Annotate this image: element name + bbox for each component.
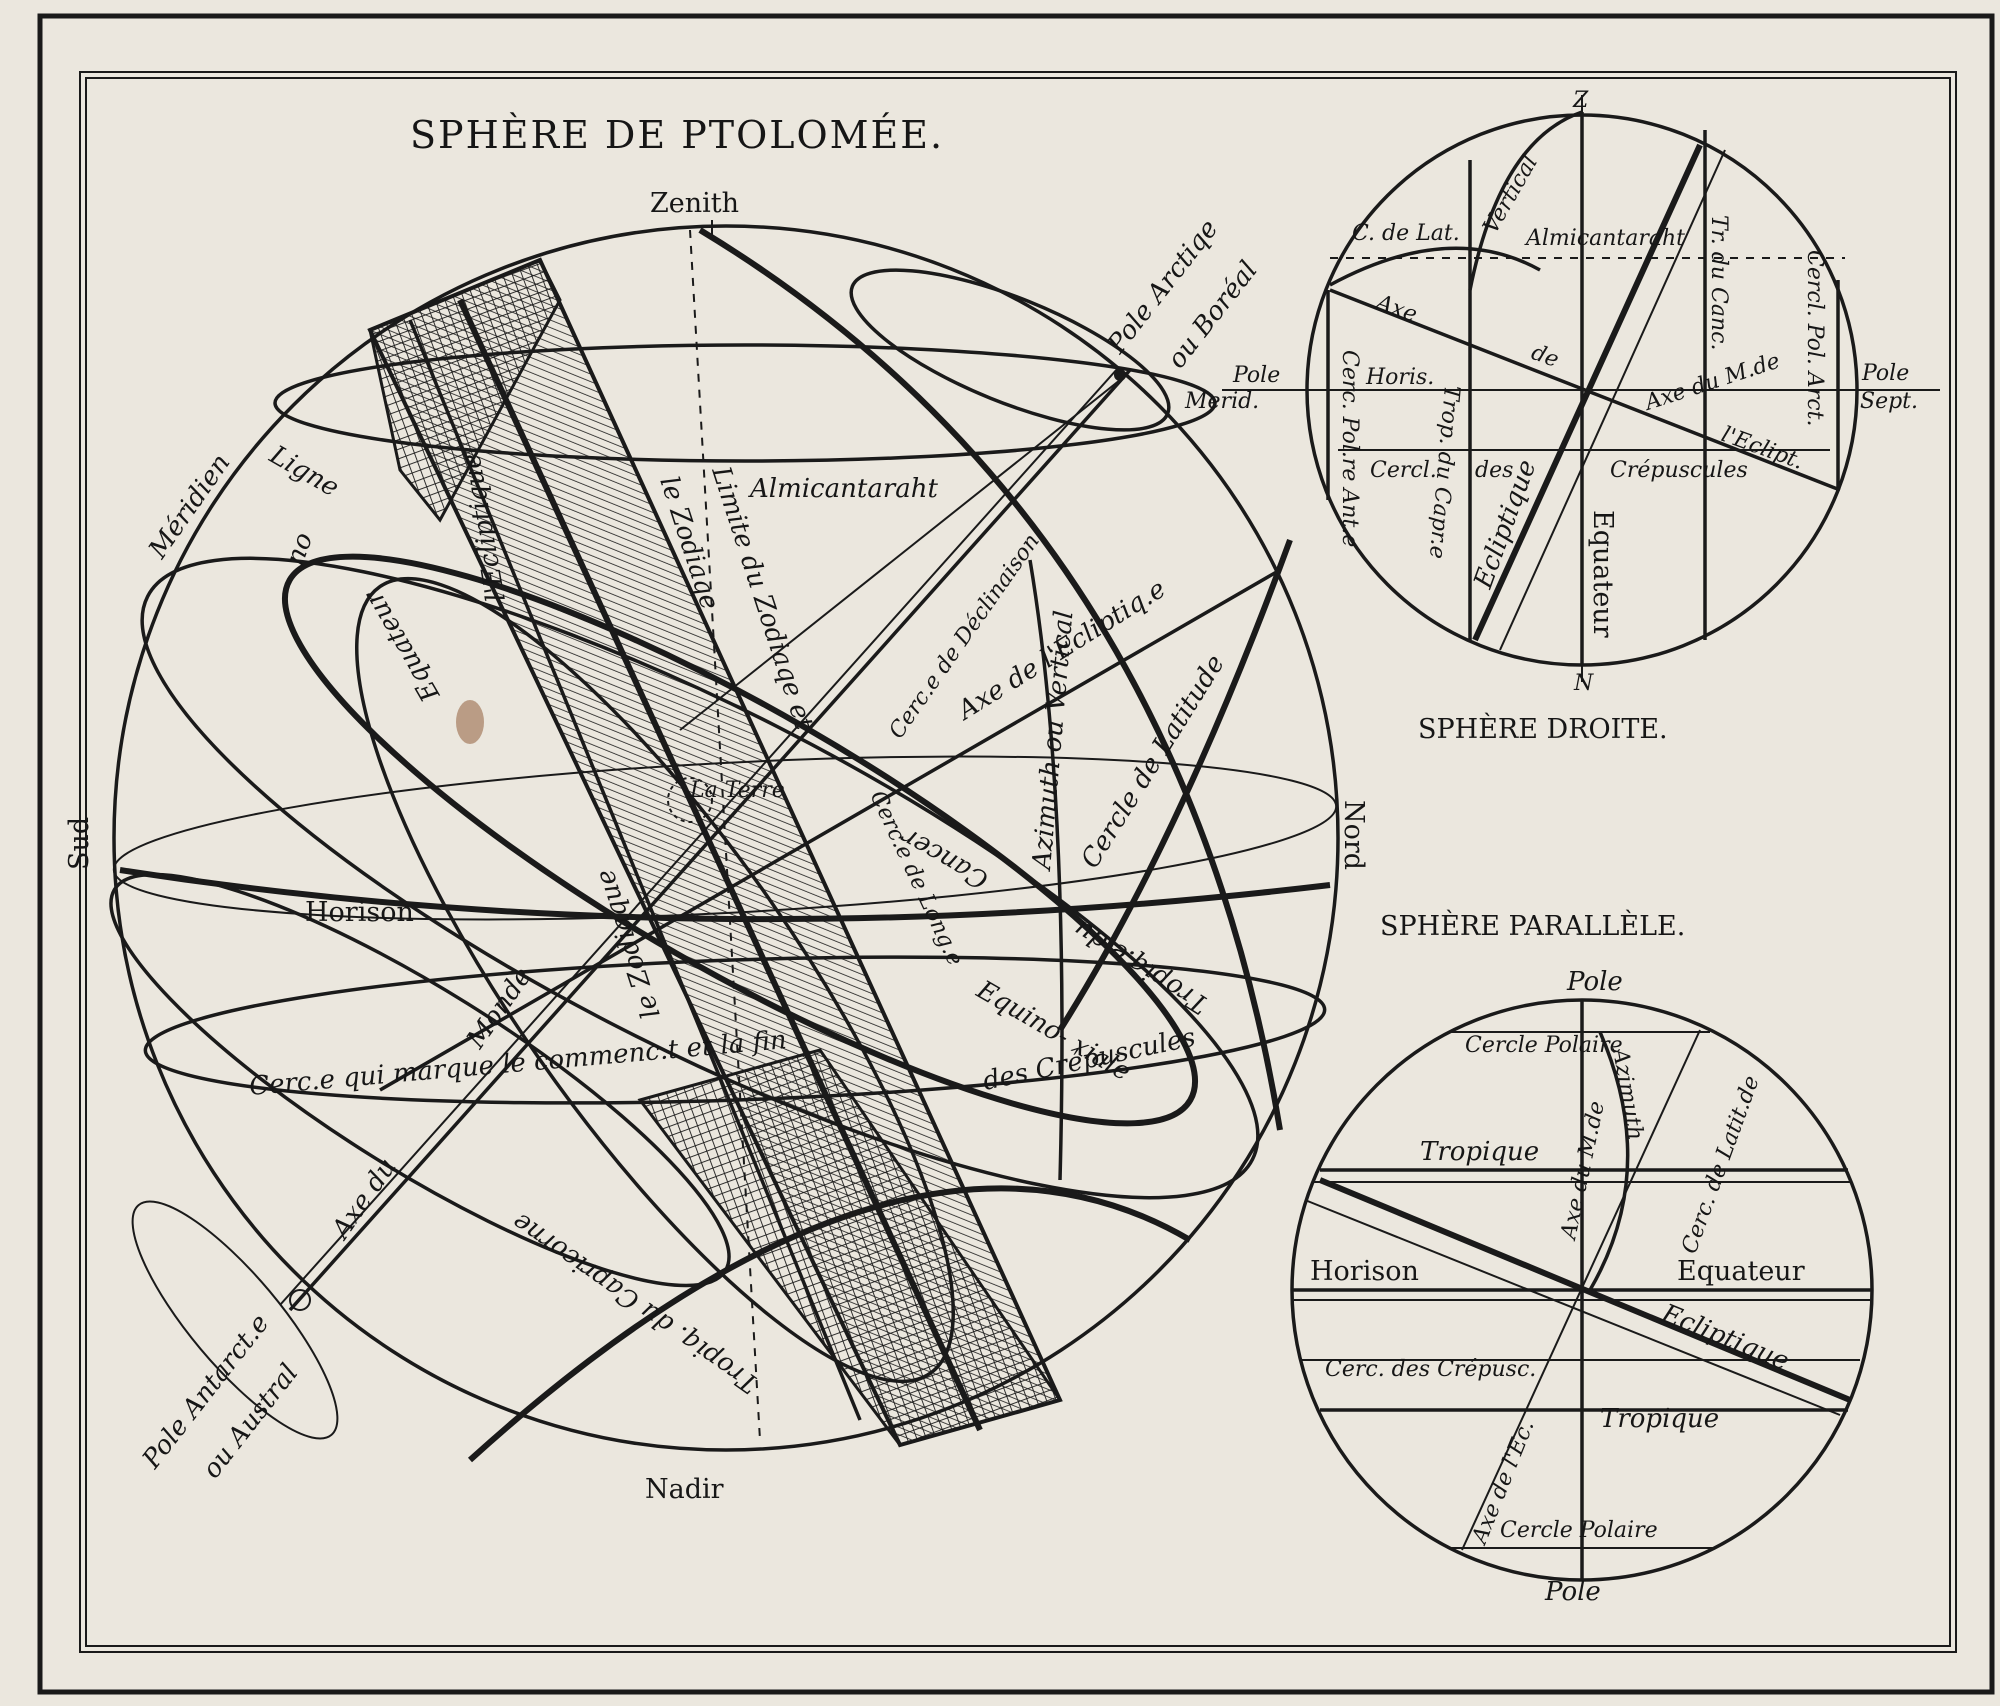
almicantaraht-label: Almicantaraht: [748, 474, 938, 504]
sud-label: Sud: [64, 817, 95, 870]
droite-c-de-lat-label: C. de Lat.: [1352, 221, 1460, 246]
droite-cercl-pol-arct-label: Cercl. Pol. Arct.: [1802, 250, 1827, 426]
droite-z-label: Z: [1572, 88, 1589, 113]
droite-title: SPHÈRE DROITE.: [1418, 712, 1668, 745]
parallele-tropique-bottom-label: Tropique: [1600, 1404, 1719, 1434]
ink-stain: [456, 700, 484, 744]
parallele-cercle-polaire-top-label: Cercle Polaire: [1465, 1033, 1623, 1058]
parallele-cercle-polaire-bottom-label: Cercle Polaire: [1500, 1518, 1658, 1543]
droite-merid-label: Merid.: [1184, 389, 1259, 414]
droite-crepuscules-label: Crépuscules: [1610, 458, 1748, 483]
droite-cerc-pol-ant-label: Cerc. Pol.re Ant.e: [1337, 350, 1362, 547]
parallele-pole-bottom-label: Pole: [1544, 1577, 1601, 1607]
zenith-pole-dot: [1114, 369, 1126, 381]
parallele-title: SPHÈRE PARALLÈLE.: [1380, 909, 1685, 942]
nadir-label: Nadir: [645, 1474, 724, 1505]
droite-horis-label: Horis.: [1365, 365, 1434, 390]
parallele-tropique-top-label: Tropique: [1420, 1137, 1539, 1167]
horison-label: Horison: [305, 897, 414, 928]
droite-des-label: des: [1475, 458, 1513, 483]
droite-pole-right-label: Pole: [1861, 361, 1909, 386]
ptolemy-title: SPHÈRE DE PTOLOMÉE.: [410, 113, 944, 157]
parallele-pole-top-label: Pole: [1566, 967, 1623, 997]
droite-equateur-label: Equateur: [1587, 510, 1618, 638]
parallele-equateur-label: Equateur: [1677, 1256, 1805, 1287]
parallele-horison-label: Horison: [1310, 1256, 1419, 1287]
droite-tr-du-canc-label: Tr. du Canc.: [1706, 215, 1731, 350]
droite-sept-label: Sept.: [1860, 389, 1918, 414]
zenith-label: Zenith: [650, 188, 739, 219]
droite-almicantaraht-label: Almicantaraht: [1524, 226, 1685, 251]
nord-label: Nord: [1338, 800, 1369, 870]
la-terre-label: La Terre: [689, 778, 785, 803]
droite-cercl-label: Cercl.: [1370, 458, 1437, 483]
droite-n-label: N: [1573, 671, 1594, 696]
droite-pole-label: Pole: [1232, 363, 1280, 388]
parallele-cerc-des-crepusc-label: Cerc. des Crépusc.: [1325, 1357, 1536, 1382]
